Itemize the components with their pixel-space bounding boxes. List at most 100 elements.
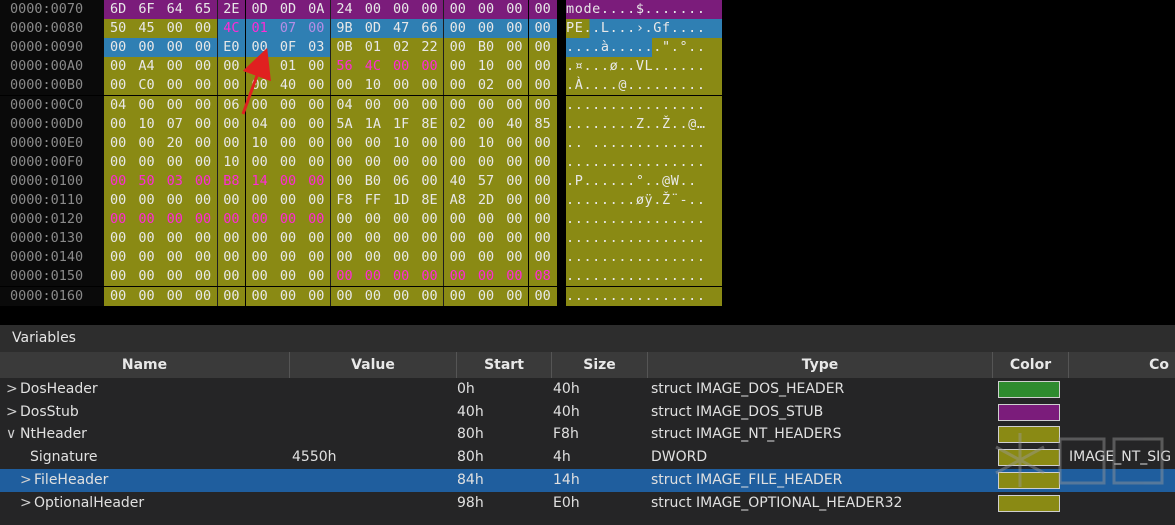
hex-byte[interactable]: 45 (132, 19, 161, 39)
hex-byte[interactable]: 2E (217, 0, 246, 19)
hex-byte[interactable]: 00 (443, 19, 472, 39)
column-name[interactable]: Name (0, 352, 290, 378)
hex-byte[interactable]: 00 (245, 210, 274, 230)
hex-byte[interactable]: F8 (330, 191, 359, 210)
hex-byte[interactable]: 00 (302, 210, 331, 230)
hex-byte[interactable]: 3 (245, 57, 274, 77)
hex-byte[interactable]: 00 (443, 95, 472, 115)
hex-byte[interactable]: 00 (443, 286, 472, 306)
hex-byte[interactable]: 00 (302, 191, 331, 210)
hex-byte[interactable]: 00 (500, 191, 529, 210)
hex-byte[interactable]: 0D (273, 0, 303, 19)
hex-byte[interactable]: 00 (471, 152, 501, 172)
hex-byte[interactable]: 00 (217, 267, 246, 287)
hex-byte[interactable]: 00 (471, 210, 501, 230)
hex-byte[interactable]: 00 (528, 248, 557, 268)
hex-byte[interactable]: 00 (104, 57, 133, 77)
hex-byte[interactable]: 00 (358, 152, 387, 172)
hex-byte[interactable]: 00 (330, 229, 359, 249)
color-swatch[interactable] (998, 449, 1060, 467)
hex-byte[interactable]: 00 (471, 0, 501, 19)
column-color[interactable]: Color (993, 352, 1069, 378)
hex-byte[interactable]: 65 (188, 0, 218, 19)
hex-byte[interactable]: 40 (500, 114, 529, 134)
hex-byte[interactable]: 00 (132, 133, 161, 153)
column-value[interactable]: Value (290, 352, 457, 378)
hex-byte[interactable]: 00 (302, 133, 331, 153)
hex-byte[interactable]: 00 (188, 152, 218, 172)
hex-byte[interactable]: 00 (132, 267, 161, 287)
hex-byte[interactable]: C0 (132, 76, 161, 96)
hex-byte[interactable]: 00 (160, 95, 189, 115)
hex-byte[interactable]: 00 (132, 191, 161, 210)
hex-byte[interactable]: 00 (528, 152, 557, 172)
hex-byte[interactable]: 00 (273, 133, 303, 153)
hex-byte[interactable]: 64 (160, 0, 189, 19)
hex-byte[interactable]: 00 (132, 286, 161, 306)
hex-byte[interactable]: 00 (528, 210, 557, 230)
hex-byte[interactable]: 00 (188, 229, 218, 249)
hex-byte[interactable]: 00 (330, 267, 359, 287)
hex-byte[interactable]: 04 (330, 95, 359, 115)
hex-byte[interactable]: 00 (471, 248, 501, 268)
hex-byte[interactable]: 00 (387, 286, 416, 306)
hex-byte[interactable]: 00 (302, 152, 331, 172)
hex-byte[interactable]: 00 (188, 114, 218, 134)
hex-byte[interactable]: 9B (330, 19, 359, 39)
hex-byte[interactable]: 00 (330, 133, 359, 153)
hex-byte[interactable]: 00 (245, 38, 274, 58)
hex-byte[interactable]: 00 (245, 248, 274, 268)
hex-byte[interactable]: 1A (358, 114, 387, 134)
hex-byte[interactable]: 00 (415, 76, 444, 96)
hex-byte[interactable]: 00 (217, 286, 246, 306)
hex-byte[interactable]: 00 (104, 286, 133, 306)
hex-byte[interactable]: E0 (217, 38, 246, 58)
hex-byte[interactable]: 00 (188, 267, 218, 287)
hex-byte[interactable]: 00 (387, 229, 416, 249)
hex-byte[interactable]: 00 (528, 57, 557, 77)
hex-byte[interactable]: 00 (443, 152, 472, 172)
hex-byte[interactable]: 00 (132, 229, 161, 249)
hex-byte[interactable]: 00 (528, 76, 557, 96)
hex-byte[interactable]: 1F (387, 114, 416, 134)
hex-byte[interactable]: 03 (160, 171, 189, 191)
hex-byte[interactable]: 40 (273, 76, 303, 96)
column-size[interactable]: Size (552, 352, 648, 378)
hex-byte[interactable]: 00 (273, 229, 303, 249)
hex-byte[interactable]: 00 (387, 76, 416, 96)
hex-byte[interactable]: 00 (217, 76, 246, 96)
hex-byte[interactable]: 00 (188, 57, 218, 77)
hex-byte[interactable]: 00 (500, 57, 529, 77)
hex-ascii[interactable]: .. ............. (566, 133, 722, 153)
hex-byte[interactable]: 00 (188, 171, 218, 191)
hex-byte[interactable]: 00 (471, 229, 501, 249)
hex-byte[interactable]: A4 (132, 57, 161, 77)
color-swatch[interactable] (998, 403, 1060, 421)
hex-byte[interactable]: 07 (160, 114, 189, 134)
hex-byte[interactable]: 00 (245, 229, 274, 249)
hex-byte[interactable]: 00 (273, 114, 303, 134)
hex-byte[interactable]: 00 (415, 133, 444, 153)
hex-byte[interactable]: 00 (358, 210, 387, 230)
hex-byte[interactable]: 00 (500, 210, 529, 230)
hex-byte[interactable]: 00 (245, 76, 274, 96)
hex-byte[interactable]: 00 (302, 95, 331, 115)
hex-byte[interactable]: 56 (330, 57, 359, 77)
hex-byte[interactable]: 00 (500, 95, 529, 115)
hex-byte[interactable]: 00 (302, 114, 331, 134)
hex-byte[interactable]: 08 (528, 267, 557, 287)
hex-byte[interactable]: 07 (273, 19, 303, 39)
hex-byte[interactable]: 00 (500, 0, 529, 19)
hex-ascii[interactable]: ........Z..Ž..@… (566, 114, 722, 134)
hex-byte[interactable]: 00 (500, 133, 529, 153)
hex-byte[interactable]: 00 (528, 191, 557, 210)
hex-byte[interactable]: 00 (217, 229, 246, 249)
